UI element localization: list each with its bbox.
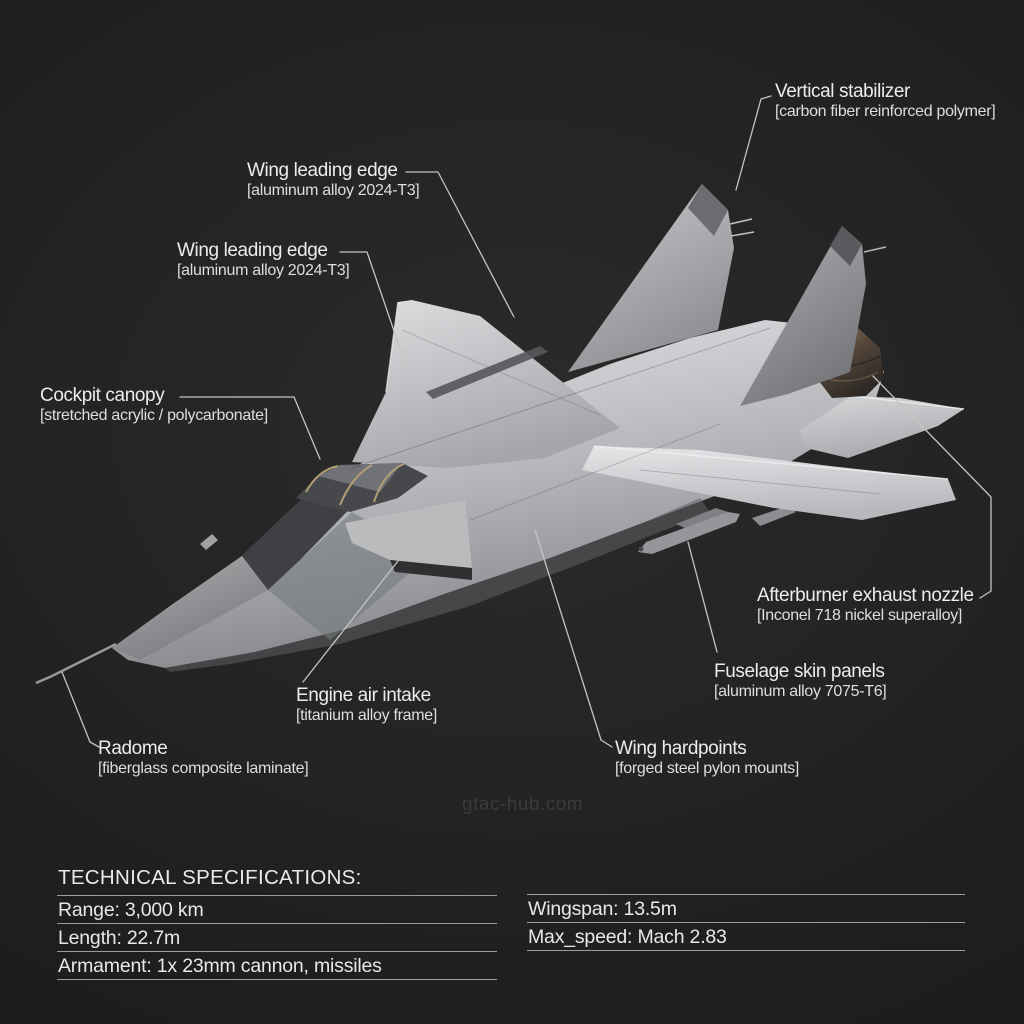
callout-title: Wing leading edge bbox=[177, 240, 328, 261]
callout-material: [forged steel pylon mounts] bbox=[615, 760, 800, 777]
callout-title: Cockpit canopy bbox=[40, 385, 165, 406]
callout-material: [carbon fiber reinforced polymer] bbox=[775, 103, 996, 120]
fin-antenna-left-2 bbox=[730, 231, 755, 237]
left-wing-panel-line bbox=[401, 329, 601, 416]
callout-fuselage-skin-panels: Fuselage skin panels [aluminum alloy 707… bbox=[714, 661, 887, 701]
specs-right-column: Wingspan: 13.5m Max_speed: Mach 2.83 bbox=[527, 894, 965, 951]
callout-material: [aluminum alloy 7075-T6] bbox=[714, 683, 887, 700]
hardpoint-missile bbox=[638, 512, 740, 554]
right-wing-leading-edge bbox=[593, 445, 949, 480]
fin-antenna-right bbox=[863, 246, 887, 253]
hardpoint-missile-2 bbox=[752, 506, 796, 526]
canopy-frames bbox=[305, 463, 405, 506]
callout-title: Engine air intake bbox=[296, 685, 431, 706]
specs-heading: TECHNICAL SPECIFICATIONS: bbox=[57, 864, 497, 896]
callout-material: [stretched acrylic / polycarbonate] bbox=[40, 407, 268, 424]
spec-row-max-speed: Max_speed: Mach 2.83 bbox=[527, 923, 965, 951]
right-wing-panel-line bbox=[639, 469, 881, 495]
spec-row-armament: Armament: 1x 23mm cannon, missiles bbox=[57, 952, 497, 980]
callout-engine-air-intake: Engine air intake [titanium alloy frame] bbox=[296, 685, 438, 725]
callout-title: Wing hardpoints bbox=[615, 738, 747, 759]
spine-panel-line bbox=[351, 327, 771, 469]
leader-fuselage-skin-panels bbox=[687, 541, 718, 653]
pitot-tube bbox=[35, 642, 117, 685]
callout-radome: Radome [fiberglass composite laminate] bbox=[98, 738, 309, 778]
callout-material: [aluminum alloy 2024-T3] bbox=[247, 182, 420, 199]
callout-vertical-stabilizer: Vertical stabilizer [carbon fiber reinfo… bbox=[775, 81, 996, 121]
leader-lines bbox=[61, 95, 992, 748]
spec-row-length: Length: 22.7m bbox=[57, 924, 497, 952]
callout-afterburner-exhaust-nozzle: Afterburner exhaust nozzle [Inconel 718 … bbox=[757, 585, 974, 625]
stabilizer-leading-edge bbox=[851, 395, 965, 410]
leader-wing-leading-edge-lower bbox=[339, 251, 407, 367]
right-wing bbox=[582, 446, 956, 520]
fin-tip-left bbox=[688, 184, 728, 236]
leader-cockpit-canopy bbox=[179, 396, 321, 460]
callout-title: Fuselage skin panels bbox=[714, 661, 885, 682]
specs-left-column: TECHNICAL SPECIFICATIONS: Range: 3,000 k… bbox=[57, 864, 497, 980]
radome bbox=[112, 556, 268, 660]
watermark: gtac-hub.com bbox=[462, 794, 584, 815]
fin-antenna-left bbox=[729, 218, 753, 225]
leader-radome bbox=[61, 671, 100, 748]
leader-engine-air-intake bbox=[302, 560, 399, 683]
callout-material: [titanium alloy frame] bbox=[296, 707, 438, 724]
callout-wing-leading-edge-lower: Wing leading edge [aluminum alloy 2024-T… bbox=[177, 240, 350, 280]
vertical-stabilizer-right bbox=[740, 226, 866, 406]
engine-intake-lip bbox=[390, 560, 472, 580]
left-wing-leading-edge bbox=[385, 301, 399, 393]
leader-vertical-stabilizer bbox=[735, 95, 772, 191]
callout-title: Afterburner exhaust nozzle bbox=[757, 585, 974, 606]
leader-wing-leading-edge-upper bbox=[405, 171, 515, 318]
spec-row-range: Range: 3,000 km bbox=[57, 896, 497, 924]
engine-intake-ramp bbox=[345, 500, 472, 568]
blade-antenna bbox=[200, 534, 218, 550]
aircraft bbox=[35, 184, 965, 685]
leader-wing-hardpoints bbox=[534, 529, 613, 748]
wing-fence bbox=[426, 346, 548, 399]
callout-cockpit-canopy: Cockpit canopy [stretched acrylic / poly… bbox=[40, 385, 268, 425]
callout-material: [fiberglass composite laminate] bbox=[98, 760, 309, 777]
leader-afterburner-nozzle bbox=[872, 375, 992, 599]
left-wing bbox=[352, 300, 620, 468]
missile-nose bbox=[638, 546, 644, 552]
horizontal-stabilizer bbox=[800, 396, 964, 458]
vertical-stabilizer-left bbox=[568, 184, 734, 372]
callout-title: Radome bbox=[98, 738, 168, 759]
callout-material: [aluminum alloy 2024-T3] bbox=[177, 262, 350, 279]
callout-material: [Inconel 718 nickel superalloy] bbox=[757, 607, 963, 624]
side-panel-line bbox=[469, 423, 721, 521]
callout-wing-leading-edge-upper: Wing leading edge [aluminum alloy 2024-T… bbox=[247, 160, 420, 200]
fin-tip-right bbox=[830, 226, 862, 266]
spec-row-wingspan: Wingspan: 13.5m bbox=[527, 895, 965, 923]
callout-wing-hardpoints: Wing hardpoints [forged steel pylon moun… bbox=[615, 738, 800, 778]
callout-title: Wing leading edge bbox=[247, 160, 398, 181]
callout-title: Vertical stabilizer bbox=[775, 81, 910, 102]
